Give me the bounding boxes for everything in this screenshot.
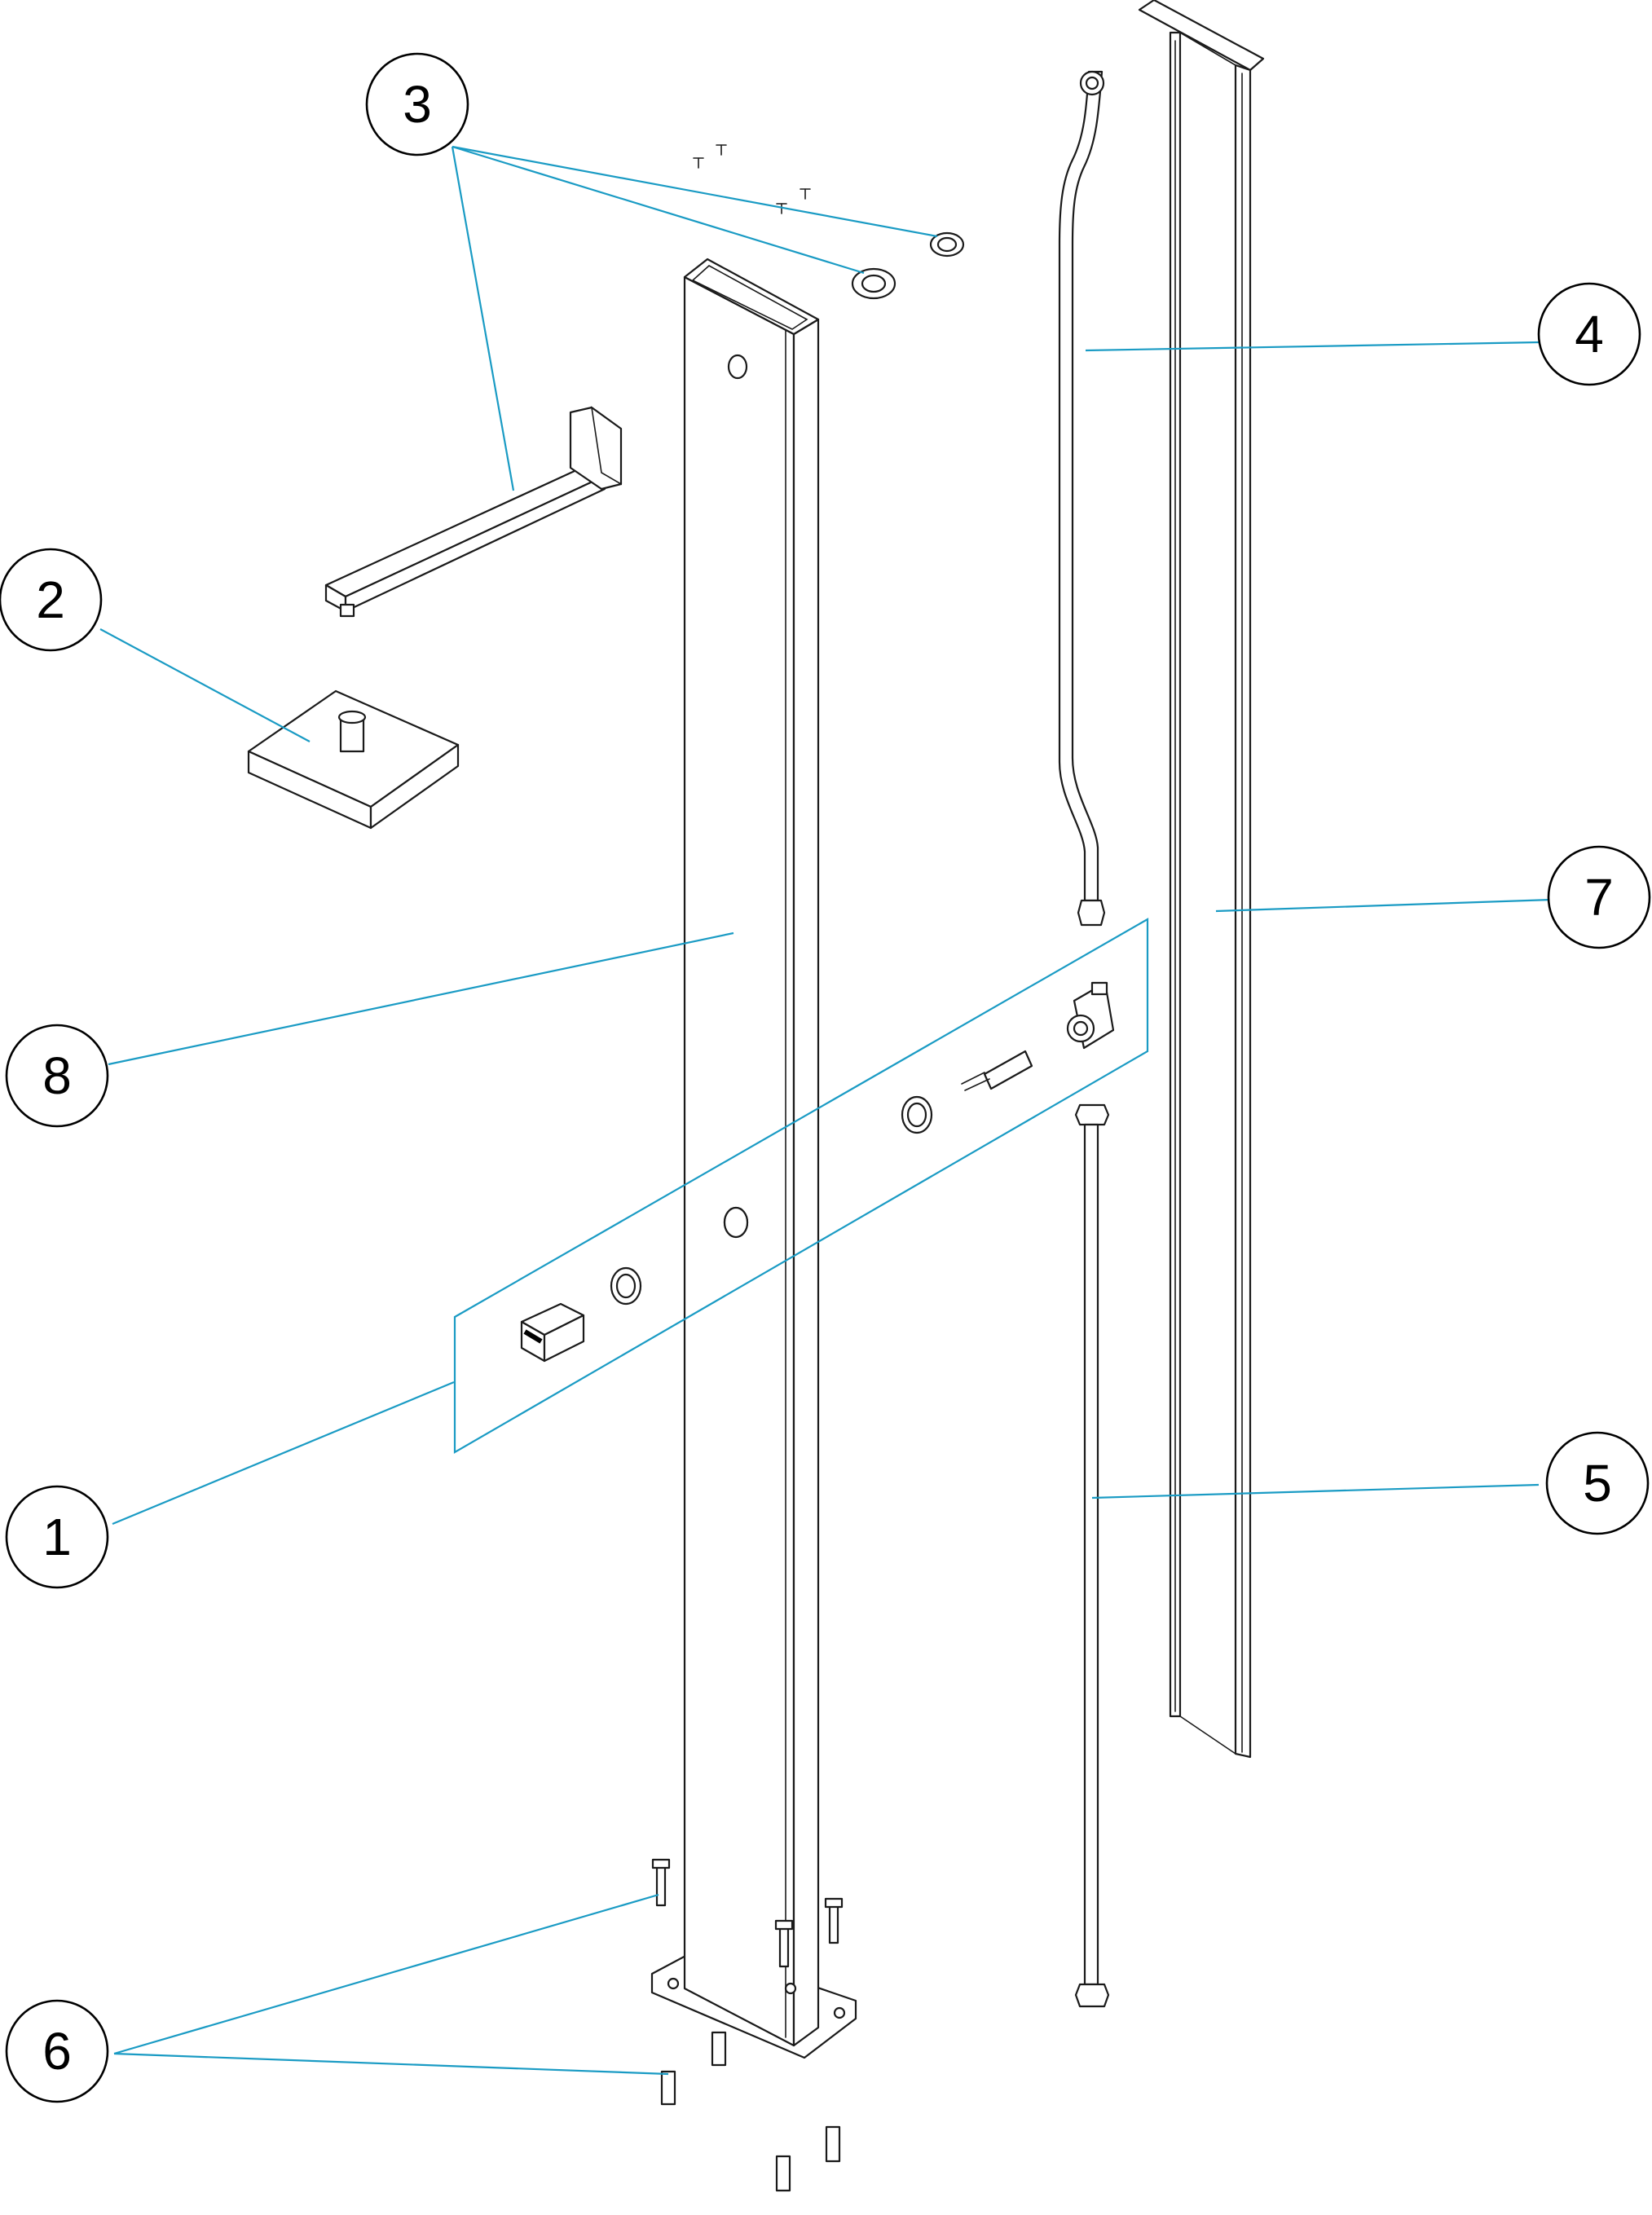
callout-label-7: 7: [1584, 868, 1614, 927]
part-3-shower-arm: [324, 144, 965, 618]
callout-8: 8: [5, 1024, 109, 1128]
callout-label-5: 5: [1583, 1454, 1612, 1513]
part-8-main-column: [650, 258, 857, 2059]
part-2-shower-head: [247, 689, 460, 830]
callout-label-1: 1: [42, 1508, 72, 1566]
callout-5: 5: [1545, 1431, 1650, 1535]
callout-7: 7: [1547, 845, 1651, 949]
callout-label-8: 8: [42, 1046, 72, 1105]
part-5-lower-pipe: [1074, 1103, 1110, 2008]
part-7-rear-channel: [1138, 0, 1265, 1759]
callout-label-2: 2: [36, 570, 65, 629]
callout-label-3: 3: [403, 75, 432, 134]
leader-lines: [99, 145, 1553, 2076]
callout-6: 6: [5, 1999, 109, 2103]
part-4-upper-hose: [1058, 70, 1106, 927]
callout-2: 2: [0, 548, 103, 652]
part-6-anchors: [651, 1858, 844, 2192]
part-1-control-kit: [453, 918, 1149, 1454]
callout-4: 4: [1537, 282, 1641, 386]
callout-1: 1: [5, 1485, 109, 1589]
callout-3: 3: [365, 52, 469, 156]
callout-label-4: 4: [1575, 305, 1604, 363]
callout-label-6: 6: [42, 2022, 72, 2081]
